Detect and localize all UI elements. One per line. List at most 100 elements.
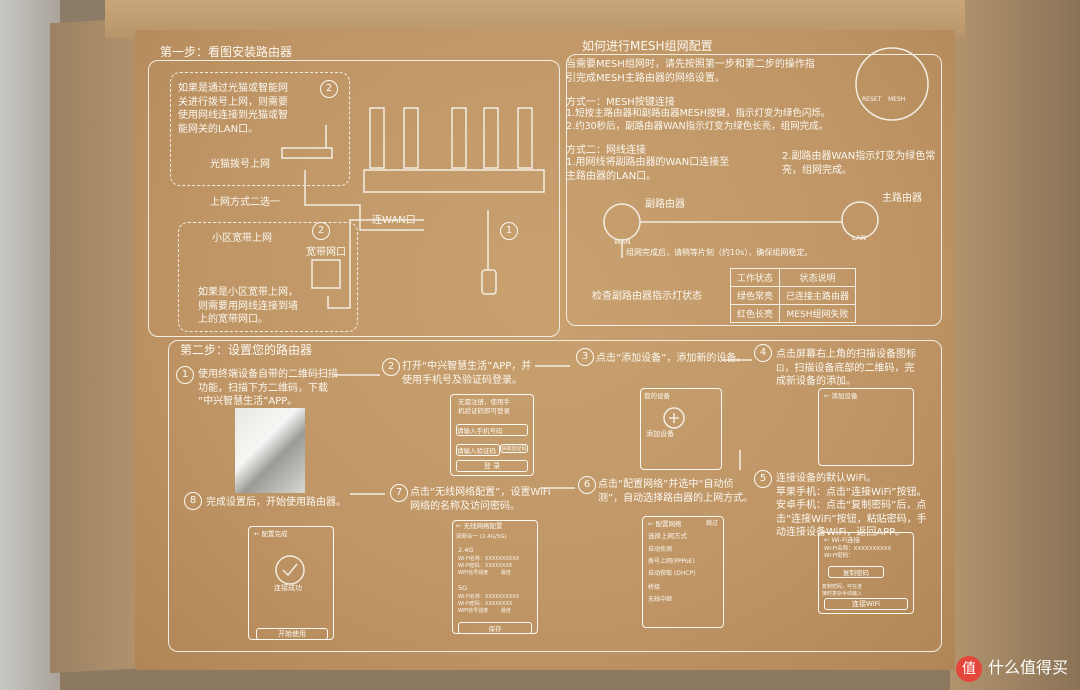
phone-devices — [640, 388, 722, 470]
get-code-button: 获取验证码 — [500, 444, 528, 453]
port-label: 宽带网口 — [306, 247, 346, 258]
start-using-button: 开始使用 — [256, 628, 328, 640]
mesh-intro: 当需要MESH组网时，请先按照第一步和第二步的操作指 引完成MESH主路由器的网… — [566, 59, 815, 84]
phone-add-device — [818, 388, 914, 466]
power-plug — [481, 269, 497, 295]
wall-port — [311, 259, 341, 289]
mesh-check-label: 检查副路由器指示灯状态 — [592, 291, 702, 302]
complete-success: 连接成功 — [274, 584, 302, 592]
mesh-method2-title: 方式二：网线连接 — [566, 145, 646, 156]
sub-router-port — [603, 203, 641, 241]
step2-s4: 点击屏幕右上角的扫描设备图标 ⊡，扫描设备底部的二维码，完 成新设备的添加。 — [776, 349, 916, 387]
wifi-24g-title: 2.4G — [458, 546, 474, 554]
mesh-title: 如何进行MESH组网配置 — [582, 39, 713, 53]
network-config-header: ← 配置网络 — [648, 520, 682, 528]
step-number-s6: 6 — [578, 476, 596, 494]
modem-note: 如果是通过光猫或智能网 关进行拨号上网，则需要 使用网线连接到光猫或智 能网关的… — [178, 83, 288, 135]
mesh-wait-note: 组网完成后，请稍等片刻（约10s），确保组网稳定。 — [626, 248, 813, 257]
step-number-2a: 2 — [320, 80, 338, 98]
table-cell: 红色长亮 — [729, 304, 781, 323]
network-config-skip: 跳过 — [706, 520, 719, 527]
wall-note: 如果是小区宽带上网， 则需要用网线连接到墙 上的宽带网口。 — [198, 287, 298, 325]
step-number-s4: 4 — [754, 344, 772, 362]
main-router-port — [841, 201, 879, 239]
network-item: 桥接 — [648, 584, 661, 591]
step-number-s5: 5 — [754, 470, 772, 488]
wifi-config-header: ← 无线网络配置 — [456, 522, 503, 530]
wifi-dual-band: 双频合一 (2.4G/5G) — [456, 534, 507, 540]
qr-code-image — [235, 408, 305, 493]
mesh-method2-step1: 1.用网线将副路由器的WAN口连接至 主路由器的LAN口。 — [566, 157, 730, 182]
step-number-2b: 2 — [312, 222, 330, 240]
main-router-label: 主路由器 — [882, 193, 922, 204]
step-number-s8: 8 — [184, 492, 202, 510]
antenna — [483, 107, 499, 169]
step2-panel — [168, 340, 942, 652]
network-item: 自动侦测 — [648, 546, 673, 553]
mesh-method2-step2: 2.副路由器WAN指示灯变为绿色常 亮，组网完成。 — [782, 151, 936, 176]
add-device-label: 添加设备 — [646, 430, 674, 438]
wifi-5g-info: Wi-Fi名称：XXXXXXXXXX Wi-Fi密码：XXXXXXXX WiFi… — [458, 594, 520, 614]
step-number-s2: 2 — [382, 358, 400, 376]
table-cell: MESH组网失败 — [779, 304, 857, 323]
network-choose: 选择上网方式 — [648, 532, 687, 540]
router-body — [363, 169, 545, 193]
mesh-method1-steps: 1.短按主路由器和副路由器MESH按键，指示灯变为绿色闪烁。 2.约30秒后，副… — [566, 108, 831, 132]
choose-label: 上网方式二选一 — [210, 197, 280, 208]
wifi-24g-info: Wi-Fi名称：XXXXXXXXXX Wi-Fi密码：XXXXXXXX WiFi… — [458, 556, 520, 576]
step2-s8: 完成设置后，开始使用路由器。 — [206, 497, 346, 508]
antenna — [369, 107, 385, 169]
modem — [281, 147, 333, 159]
step2-s6: 点击“配置网络”并选中“自动侦 测”，自动选择路由器的上网方式。 — [598, 479, 754, 504]
network-item: 拨号上网(PPPoE) — [648, 558, 695, 565]
step2-s1: 使用终端设备自带的二维码扫描 功能，扫描下方二维码，下载 “中兴智慧生活”APP… — [198, 369, 338, 407]
step2-title: 第二步：设置您的路由器 — [180, 343, 313, 357]
community-label: 小区宽带上网 — [212, 233, 272, 244]
add-device-header: ← 添加设备 — [824, 392, 858, 400]
connect-wifi-button: 连接WiFi — [824, 598, 908, 610]
step2-s7: 点击“无线网络配置”，设置WiFi 网络的名称及访问密码。 — [410, 487, 551, 512]
login-hint: 无需注册，使用手 机验证码即可登录 — [458, 398, 510, 415]
wifi-ssid: Wi-Fi名称：XXXXXXXXXX Wi-Fi密码： — [824, 546, 892, 560]
step1-title: 第一步：看图安装路由器 — [160, 45, 293, 59]
mesh-panel — [566, 54, 942, 326]
step1-panel — [148, 60, 560, 337]
network-item: 无线中继 — [648, 596, 673, 603]
phone-login — [450, 394, 534, 476]
phone-field: 请输入手机号码 — [456, 424, 528, 436]
code-field: 请输入验证码 — [456, 444, 500, 456]
antenna — [451, 107, 467, 169]
watermark: 值什么值得买 — [955, 654, 1068, 682]
complete-header: ← 配置完成 — [254, 530, 288, 538]
step2-s3: 点击“添加设备”，添加新的设备。 — [596, 353, 747, 364]
step2-s2: 打开“中兴智慧生活”APP，并 使用手机号及验证码登录。 — [402, 361, 532, 386]
step-number-1: 1 — [500, 222, 518, 240]
phone-network-config — [642, 516, 724, 628]
login-button: 登 录 — [456, 460, 528, 472]
network-item: 自动获取 (DHCP) — [648, 570, 696, 577]
mesh-button-zoom — [855, 47, 929, 121]
wifi-save-button: 保存 — [458, 622, 532, 634]
mesh-button-label: MESH — [888, 96, 906, 103]
antenna — [403, 107, 419, 169]
modem-box — [170, 72, 350, 186]
watermark-logo-icon: 值 — [955, 656, 982, 682]
step-number-s3: 3 — [576, 348, 594, 366]
box-flap-right — [950, 0, 1080, 690]
modem-label: 光猫拨号上网 — [210, 159, 270, 170]
antenna — [517, 107, 533, 169]
step-number-s1: 1 — [176, 366, 194, 384]
mesh-method1-title: 方式一：MESH按键连接 — [566, 97, 675, 108]
step-number-s7: 7 — [390, 484, 408, 502]
watermark-text: 什么值得买 — [987, 658, 1068, 677]
copy-tip: 复制密码，可在连 接时复杂手动输入 — [822, 584, 863, 597]
mesh-reset-label: RESET — [862, 96, 882, 103]
community-box — [178, 222, 358, 332]
wifi-connect-header: ← Wi-Fi连接 — [824, 536, 861, 544]
wifi-5g-title: 5G — [458, 584, 468, 592]
sub-router-label: 副路由器 — [645, 199, 685, 210]
copy-password-button: 复制密码 — [828, 566, 884, 578]
